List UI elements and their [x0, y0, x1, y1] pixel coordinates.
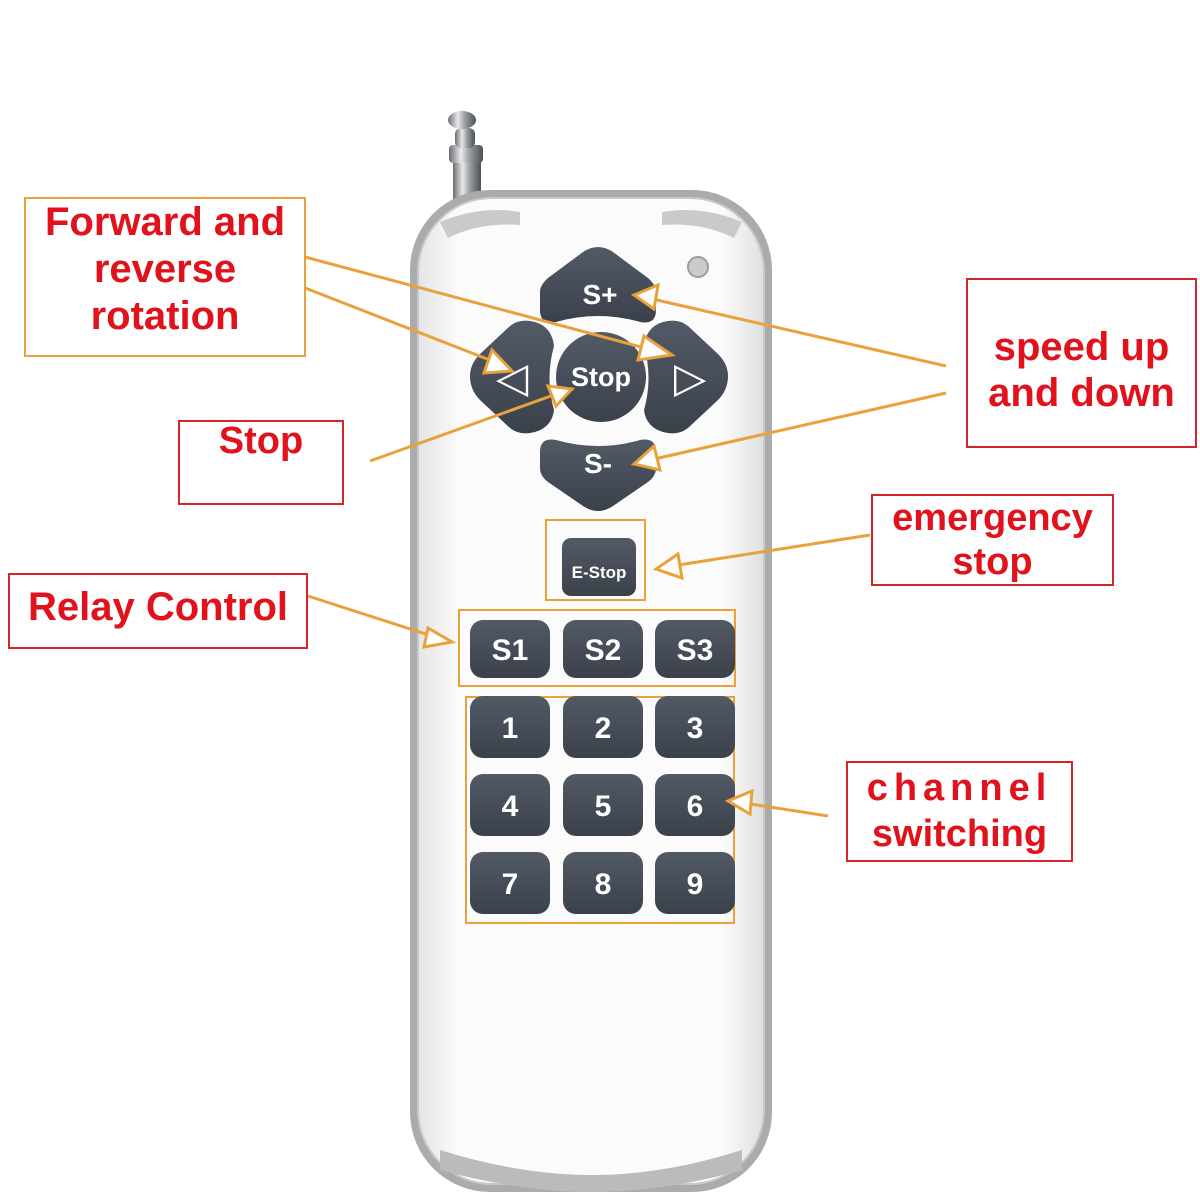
number-key-6[interactable]: 6 [655, 774, 735, 836]
number-key-2-label: 2 [595, 712, 612, 745]
number-key-1-label: 1 [502, 712, 519, 745]
led-indicator-icon [687, 256, 709, 278]
arrow-speed-down [630, 391, 947, 473]
emergency-stop-label: E-Stop [572, 563, 627, 582]
number-keys: 1 2 3 4 5 6 7 8 9 [470, 696, 735, 914]
remote-body [410, 190, 772, 1192]
arrow-emergency [652, 533, 871, 581]
speed-down-label: S- [584, 448, 612, 479]
speed-up-label: S+ [582, 279, 617, 310]
callout-stop-text: Stop [218, 420, 304, 462]
number-key-9[interactable]: 9 [655, 852, 735, 914]
callout-channel-line-1: channel [866, 767, 1053, 809]
callout-channel: channel switching [846, 761, 1073, 862]
number-key-4-label: 4 [502, 790, 519, 823]
arrow-speed-up [630, 282, 947, 368]
relay-key-s3-label: S3 [677, 634, 714, 667]
number-key-7[interactable]: 7 [470, 852, 550, 914]
callout-forward-line-2: reverse [93, 247, 237, 291]
speed-down-button[interactable]: S- [540, 439, 656, 512]
stop-label: Stop [571, 362, 631, 392]
relay-key-s2-label: S2 [585, 634, 622, 667]
callout-channel-line-2: switching [871, 813, 1048, 855]
number-key-5[interactable]: 5 [563, 774, 643, 836]
number-key-3[interactable]: 3 [655, 696, 735, 758]
callout-speed-line-1: speed up [993, 325, 1170, 369]
callout-speed: speed up and down [966, 278, 1197, 448]
estop-frame [545, 519, 646, 601]
annotation-arrows [299, 255, 947, 818]
speed-up-button[interactable]: S+ [540, 247, 656, 323]
number-key-9-label: 9 [687, 868, 704, 901]
number-key-4[interactable]: 4 [470, 774, 550, 836]
callout-forward-line-1: Forward and [44, 200, 286, 244]
number-key-8[interactable]: 8 [563, 852, 643, 914]
number-key-3-label: 3 [687, 712, 704, 745]
forward-arrow-icon: ▷ [674, 353, 707, 402]
callout-forward-reverse: Forward and reverse rotation [24, 197, 306, 357]
arrow-forward-to-left [299, 284, 516, 375]
number-key-6-label: 6 [687, 790, 704, 823]
callout-emergency-line-1: emergency [892, 497, 1093, 539]
number-key-8-label: 8 [595, 868, 612, 901]
callout-forward-line-3: rotation [90, 294, 240, 338]
number-key-1[interactable]: 1 [470, 696, 550, 758]
relay-key-s3[interactable]: S3 [655, 620, 735, 678]
estop-group: E-Stop [545, 519, 646, 601]
stop-button[interactable]: Stop [556, 332, 646, 422]
callout-emergency: emergency stop [871, 494, 1114, 586]
callout-emergency-line-2: stop [952, 541, 1033, 583]
relay-key-s1[interactable]: S1 [470, 620, 550, 678]
arrow-channel [724, 788, 829, 818]
callout-stop: Stop [178, 420, 344, 505]
arrow-relay [307, 594, 457, 649]
emergency-stop-button[interactable]: E-Stop [562, 538, 636, 596]
arrow-forward-to-right [304, 255, 677, 362]
arrow-stop [369, 384, 576, 463]
relay-keys: S1 S2 S3 [470, 620, 735, 678]
number-key-2[interactable]: 2 [563, 696, 643, 758]
number-key-7-label: 7 [502, 868, 519, 901]
callout-speed-line-2: and down [988, 371, 1175, 415]
number-key-5-label: 5 [595, 790, 612, 823]
callout-relay-control: Relay Control [8, 573, 308, 649]
relay-key-s1-label: S1 [492, 634, 529, 667]
relay-key-s2[interactable]: S2 [563, 620, 643, 678]
callout-relay-text: Relay Control [27, 585, 289, 629]
